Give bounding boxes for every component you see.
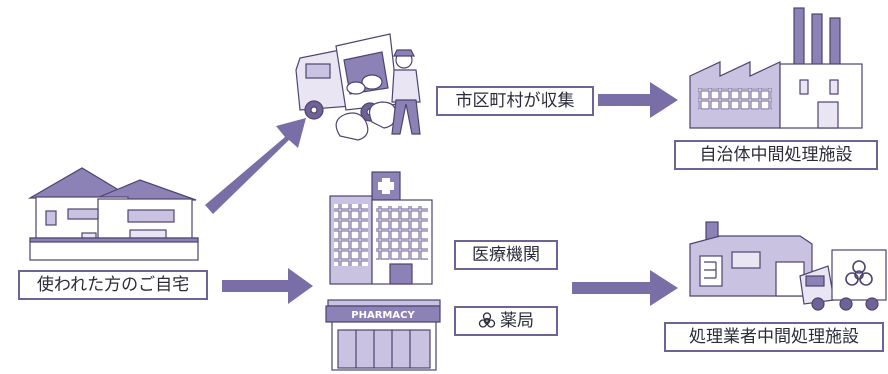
arrow-medical-to-contractor-facility: [572, 270, 678, 306]
arrow-home-to-truck: [205, 118, 306, 214]
medical-cross-icon: [378, 178, 394, 194]
biohazard-icon: [845, 260, 873, 286]
contractor-facility-illustration: [689, 221, 813, 297]
house-illustration: [27, 167, 199, 261]
medical-institution-label: 医療機関: [454, 240, 558, 270]
biohazard-icon: [478, 310, 496, 332]
pharmacy-illustration: PHARMACY: [325, 299, 441, 371]
municipal-collection-label: 市区町村が収集: [436, 86, 594, 116]
biohazard-truck-illustration: [799, 249, 887, 311]
hospital-illustration: [329, 171, 433, 285]
contractor-facility-label: 処理業者中間処理施設: [664, 322, 884, 352]
arrow-home-to-medical: [222, 268, 313, 304]
pharmacy-sign-text: PHARMACY: [351, 310, 415, 321]
municipal-facility-label: 自治体中間処理施設: [674, 140, 878, 170]
home-label: 使われた方のご自宅: [18, 270, 208, 300]
garbage-truck-illustration: [295, 33, 421, 141]
municipal-facility-illustration: [689, 7, 863, 129]
arrow-collect-to-municipal-facility: [598, 82, 678, 118]
pharmacy-label: 薬局: [454, 306, 558, 336]
